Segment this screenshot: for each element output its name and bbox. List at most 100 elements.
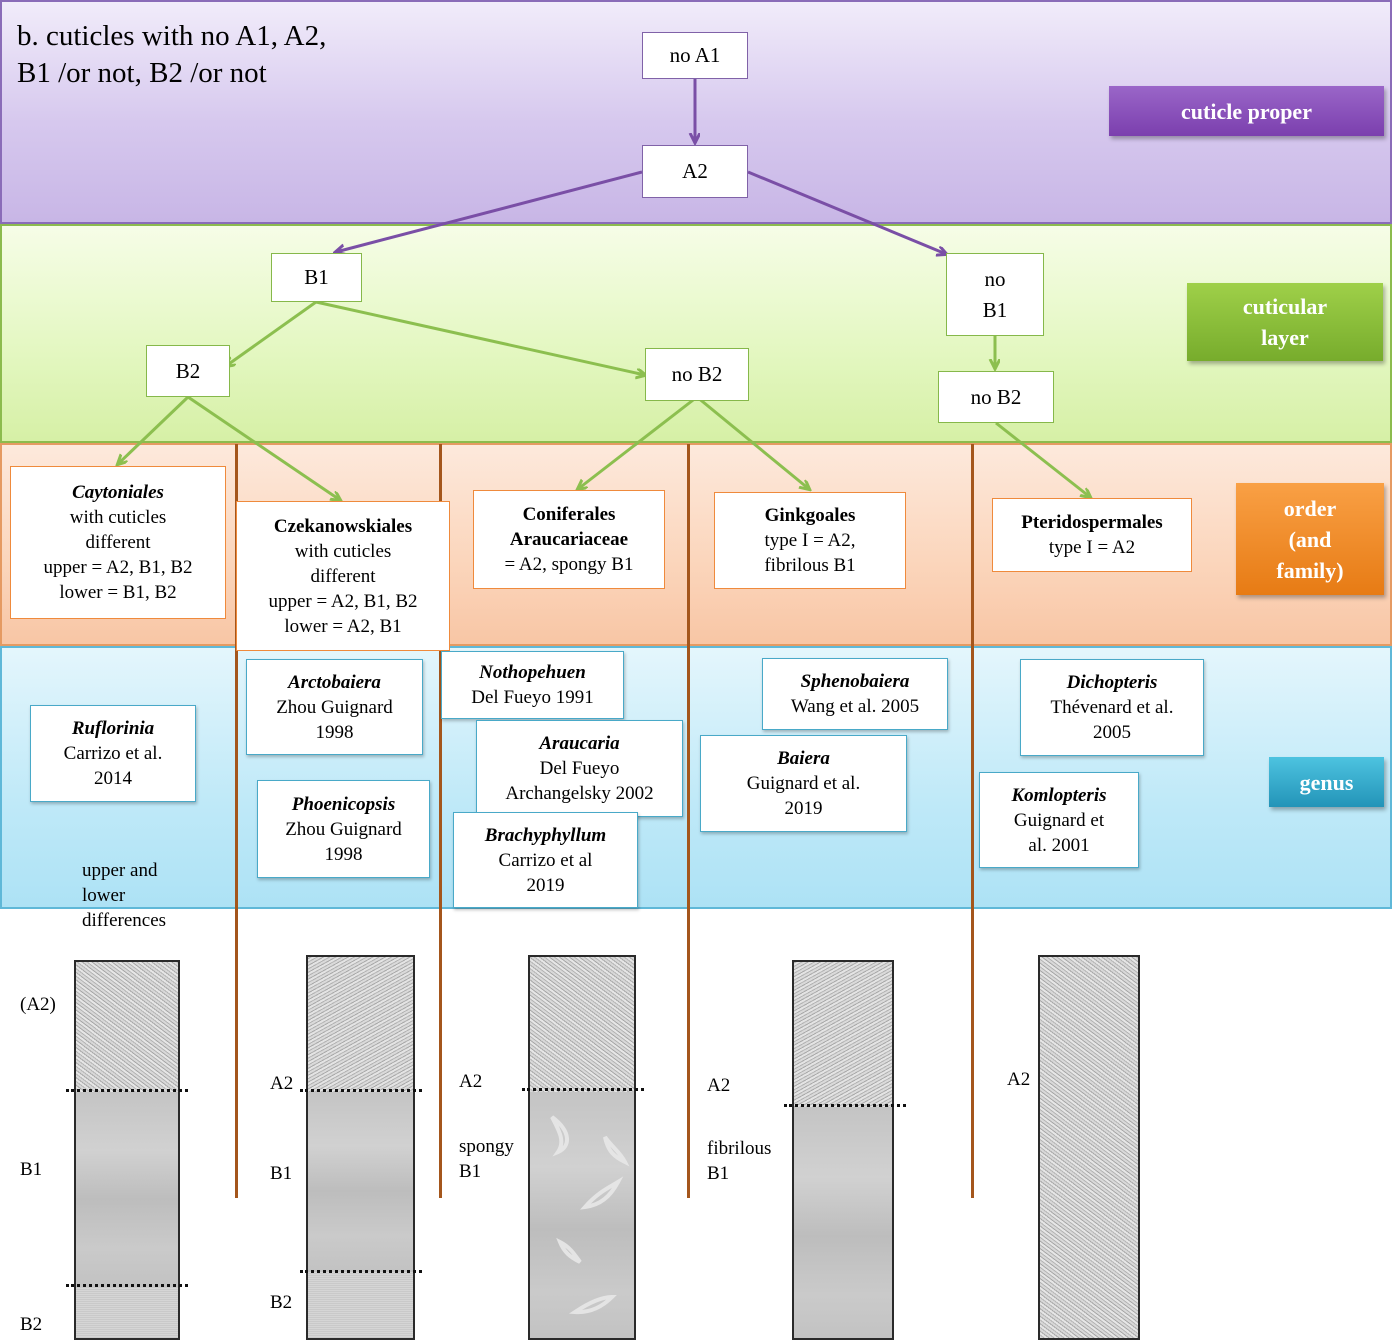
note-line: differences <box>82 910 167 931</box>
order-caytoniales-line: upper = A2, B1, B2 <box>43 557 193 578</box>
genus-nothopehuen-line: Del Fueyo 1991 <box>471 687 594 708</box>
order-tag-line-3: family) <box>1276 557 1344 583</box>
col1-label-a2: (A2) <box>20 994 56 1015</box>
node-no-b2-right-label: no B2 <box>970 384 1022 409</box>
order-ginkgoales: Ginkgoales type I = A2, fibrilous B1 <box>714 492 906 589</box>
order-czekanowskiales-name: Czekanowskiales <box>273 515 413 537</box>
spongy-cavities <box>550 1115 630 1315</box>
genus-brachyphyllum-name: Brachyphyllum <box>484 824 607 846</box>
layer-b1 <box>308 1092 413 1272</box>
node-a2-label: A2 <box>682 159 708 183</box>
col3-label-a2: A2 <box>459 1071 483 1092</box>
cuticle-section-5 <box>1038 955 1140 1340</box>
layer-a2 <box>1040 957 1138 1338</box>
genus-brachyphyllum-line: Carrizo et al <box>498 849 593 871</box>
order-tag-line-2: (and <box>1288 526 1332 552</box>
col4-label-b1: B1 <box>707 1163 730 1184</box>
genus-dichopteris-line: 2005 <box>1093 722 1131 743</box>
genus-nothopehuen: Nothopehuen Del Fueyo 1991 <box>441 651 624 719</box>
col4-label-fibrilous-b1: fibrilous B1 <box>707 1136 771 1186</box>
genus-nothopehuen-name: Nothopehuen <box>479 662 586 683</box>
order-czekanowskiales-line: with cuticles <box>294 540 392 562</box>
boundary-line <box>66 1284 188 1287</box>
layer-a2 <box>308 957 413 1092</box>
genus-ruflorinia: Ruflorinia Carrizo et al. 2014 <box>30 705 196 802</box>
order-czekanowskiales-line: lower = A2, B1 <box>284 615 402 637</box>
upper-lower-note: upper and lower differences <box>82 858 166 933</box>
genus-komlopteris-line: al. 2001 <box>1028 834 1090 856</box>
col5-label-a2: A2 <box>1007 1069 1031 1090</box>
genus-sphenobaiera-line: Wang et al. 2005 <box>790 696 920 717</box>
arrow-b1-nob2 <box>315 300 645 375</box>
genus-phoenicopsis-name: Phoenicopsis <box>291 793 396 815</box>
cuticular-layer-tag-line-2: layer <box>1261 325 1309 350</box>
order-coniferales-line: = A2, spongy B1 <box>504 554 634 575</box>
arrow-nob2-ginkgoales <box>696 395 809 489</box>
boundary-line <box>300 1270 422 1273</box>
genus-arctobaiera-name: Arctobaiera <box>288 671 381 693</box>
order-pteridospermales-line: type I = A2 <box>1048 537 1136 558</box>
order-czekanowskiales: Czekanowskiales with cuticles different … <box>236 501 450 651</box>
order-coniferales-name: Coniferales <box>522 504 616 525</box>
order-ginkgoales-line: fibrilous B1 <box>764 555 856 576</box>
genus-araucaria-name: Araucaria <box>539 733 620 754</box>
node-no-b2-right: no B2 <box>938 371 1054 423</box>
genus-dichopteris-name: Dichopteris <box>1066 672 1158 693</box>
genus-araucaria-line: Archangelsky 2002 <box>505 783 654 804</box>
order-caytoniales-name: Caytoniales <box>72 482 164 503</box>
boundary-line <box>300 1089 422 1092</box>
genus-ruflorinia-line: Carrizo et al. <box>63 743 163 764</box>
note-line: upper and <box>82 860 158 881</box>
node-no-b1: no B1 <box>946 253 1044 336</box>
genus-ruflorinia-name: Ruflorinia <box>71 718 155 739</box>
col3-label-spongy-b1: spongy B1 <box>459 1134 514 1184</box>
genus-sphenobaiera-name: Sphenobaiera <box>800 671 910 692</box>
order-coniferales-family: Araucariaceae <box>509 529 629 550</box>
cuticular-layer-tag-line-1: cuticular <box>1242 294 1328 319</box>
genus-arctobaiera-line: Zhou Guignard <box>276 696 393 718</box>
order-caytoniales-line: lower = B1, B2 <box>59 582 177 603</box>
layer-a2 <box>530 957 634 1092</box>
genus-baiera-line: Guignard et al. <box>746 773 861 794</box>
col1-label-b1: B1 <box>20 1159 43 1180</box>
diagram-title: b. cuticles with no A1, A2, B1 /or not, … <box>17 18 326 92</box>
cuticle-proper-tag-text: cuticle proper <box>1181 98 1312 124</box>
node-a2: A2 <box>642 145 748 198</box>
arrow-nob2r-pteridospermales <box>995 421 1090 497</box>
order-pteridospermales-name: Pteridospermales <box>1021 512 1163 533</box>
title-line-1: b. cuticles with no A1, A2, <box>17 20 327 52</box>
cuticle-section-2 <box>306 955 415 1340</box>
cuticle-proper-tag: cuticle proper <box>1109 86 1384 136</box>
order-czekanowskiales-line: upper = A2, B1, B2 <box>268 590 418 612</box>
genus-arctobaiera: Arctobaiera Zhou Guignard 1998 <box>246 659 423 755</box>
boundary-line <box>66 1089 188 1092</box>
genus-dichopteris-line: Thévenard et al. <box>1050 697 1174 718</box>
node-no-b1-line-2: B1 <box>982 297 1008 322</box>
col4-label-a2: A2 <box>707 1075 731 1096</box>
col2-label-b2: B2 <box>270 1292 293 1313</box>
cuticular-layer-tag: cuticular layer <box>1187 283 1383 361</box>
genus-dichopteris: Dichopteris Thévenard et al. 2005 <box>1020 659 1204 756</box>
cuticular-layer-band <box>0 224 1392 443</box>
column-divider <box>235 444 238 1198</box>
order-czekanowskiales-line: different <box>310 565 376 587</box>
node-no-b2-mid: no B2 <box>645 348 749 401</box>
cuticle-section-4 <box>792 960 894 1340</box>
genus-brachyphyllum-line: 2019 <box>526 874 565 896</box>
genus-baiera-line: 2019 <box>784 798 823 819</box>
order-caytoniales-line: with cuticles <box>69 507 167 528</box>
order-ginkgoales-name: Ginkgoales <box>764 505 856 526</box>
node-no-b2-mid-label: no B2 <box>671 362 723 386</box>
arrow-b2-caytoniales <box>118 395 190 464</box>
layer-spongy-b1 <box>530 1092 634 1338</box>
col2-label-b1: B1 <box>270 1163 293 1184</box>
col3-label-b1: B1 <box>459 1161 482 1182</box>
order-tag-line-1: order <box>1283 495 1337 521</box>
arrow-b1-b2 <box>226 300 317 366</box>
arrow-a2-nob1 <box>747 170 946 254</box>
col4-label-fibrilous: fibrilous <box>707 1138 772 1159</box>
cuticle-section-3 <box>528 955 636 1340</box>
genus-phoenicopsis-line: 1998 <box>324 843 363 865</box>
column-divider <box>687 444 690 1198</box>
genus-baiera-name: Baiera <box>777 748 830 769</box>
